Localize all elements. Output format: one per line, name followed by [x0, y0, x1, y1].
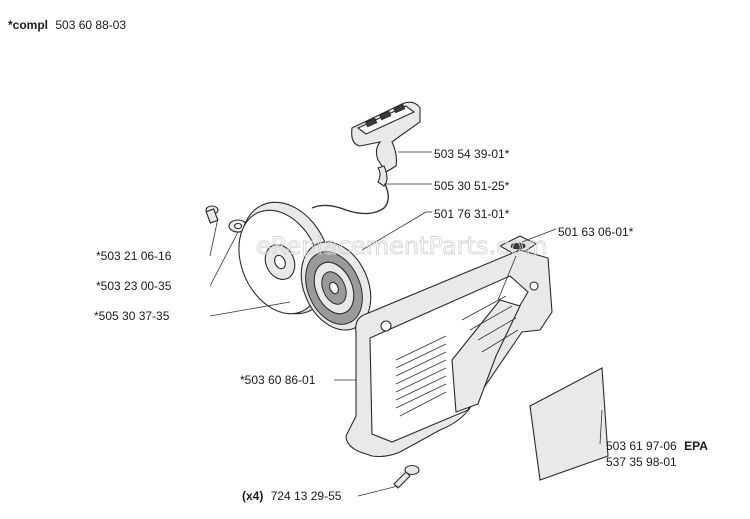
starter-handle[interactable]: [351, 101, 421, 187]
cover-bolt[interactable]: [393, 464, 420, 489]
callout-rope-guide: 501 63 06-01*: [558, 225, 634, 239]
cover-vent-slots: [395, 335, 447, 417]
callout-decal-number: 503 61 97-06: [606, 439, 677, 453]
pulley-screw[interactable]: [205, 205, 219, 224]
watermark: eReplacementParts.com: [256, 232, 547, 260]
callout-handle: 503 54 39-01*: [434, 147, 510, 161]
callout-decal-tag: EPA: [684, 439, 708, 453]
callout-washer: *503 23 00-35: [96, 279, 172, 293]
assembly-number: 503 60 88-03: [55, 18, 126, 32]
assembly-title: *compl 503 60 88-03: [8, 18, 126, 32]
cover-ribs: [461, 295, 519, 353]
rope-guide[interactable]: [498, 235, 538, 257]
callout-bolt-qty: (x4): [242, 489, 263, 503]
callout-cover: *503 60 86-01: [240, 373, 316, 387]
assembly-prefix: *compl: [8, 18, 48, 32]
callout-decal-2: 537 35 98-01: [606, 455, 677, 469]
leader-lines: [209, 151, 603, 497]
starter-cover[interactable]: [345, 249, 553, 458]
epa-decal[interactable]: [529, 367, 609, 481]
callout-bolt-number: 724 13 29-55: [271, 489, 342, 503]
starter-rope[interactable]: [311, 183, 389, 215]
callout-rope: 505 30 51-25*: [434, 179, 510, 193]
callout-decal: 503 61 97-06 EPA: [606, 439, 708, 453]
callout-pulley: *505 30 37-35: [94, 309, 170, 323]
callout-bolt: (x4) 724 13 29-55: [242, 489, 342, 503]
callout-spring: 501 76 31-01*: [434, 207, 510, 221]
callout-screw: *503 21 06-16: [96, 249, 172, 263]
recoil-spring[interactable]: [288, 231, 384, 341]
